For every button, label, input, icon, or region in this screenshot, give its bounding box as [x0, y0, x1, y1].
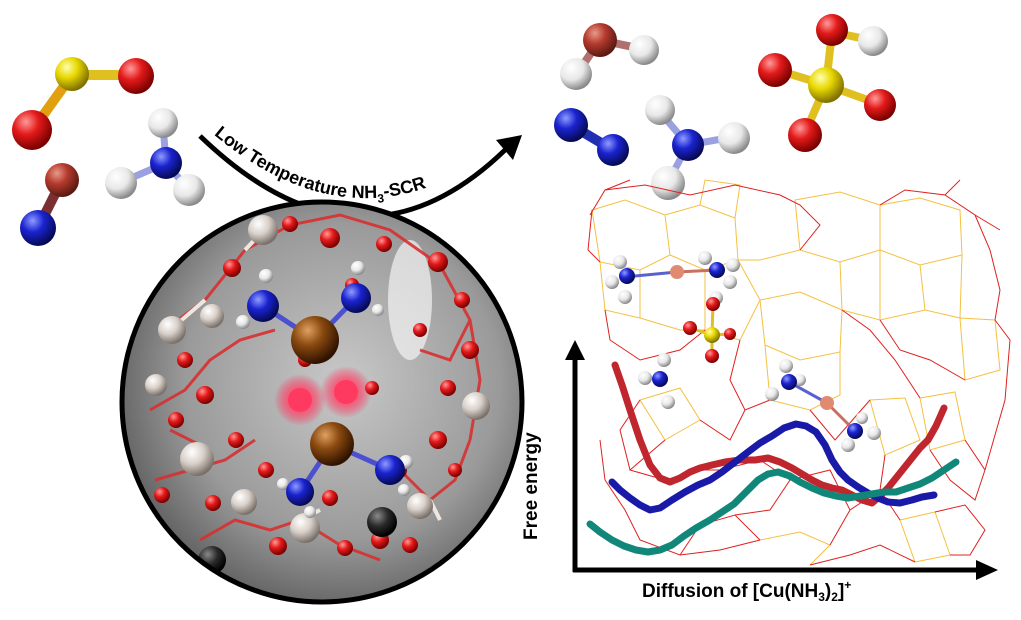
x-axis-arrowhead — [976, 560, 998, 580]
y-axis-label: Free energy — [521, 432, 542, 540]
svg-text:Low Temperature NH3-SCR: Low Temperature NH3-SCR — [211, 122, 428, 206]
curve-teal — [586, 458, 960, 556]
so2-molecule — [12, 57, 154, 150]
x-axis-label-prefix: Diffusion of [Cu(NH — [642, 581, 819, 602]
h2o-molecule — [560, 23, 659, 90]
hso4-in-framework — [683, 291, 736, 363]
nh3-molecule — [105, 108, 205, 206]
n2-molecule — [554, 108, 629, 166]
curve-red — [611, 361, 948, 507]
free-energy-plot — [565, 340, 998, 580]
cu-diammine-complex-left — [605, 251, 740, 304]
x-axis-label-superscript: + — [844, 578, 852, 592]
arrow-label-suffix: -SCR — [382, 172, 428, 201]
arrow-label-prefix: Low Temperature NH — [211, 122, 377, 202]
curve-blue — [608, 420, 938, 514]
nh3-in-framework — [638, 353, 675, 409]
x-axis-label-suffix: ] — [837, 581, 845, 602]
x-axis-label-middle: ) — [824, 581, 832, 602]
arrow-label-subscript: 3 — [377, 191, 385, 206]
x-axis-label: Diffusion of [Cu(NH3)2]+ — [642, 578, 851, 604]
so4-molecule — [758, 14, 896, 152]
x-axis-label-subscript2: 2 — [831, 590, 838, 604]
x-axis-label-subscript: 3 — [818, 590, 825, 604]
y-axis-arrowhead — [565, 340, 585, 360]
active-site-zoom — [119, 199, 525, 605]
nh3-product-molecule — [645, 95, 750, 200]
cu-diammine-complex-right — [765, 359, 881, 452]
reaction-arrow: Low Temperature NH3-SCR — [198, 122, 522, 219]
no-molecule — [20, 163, 79, 246]
